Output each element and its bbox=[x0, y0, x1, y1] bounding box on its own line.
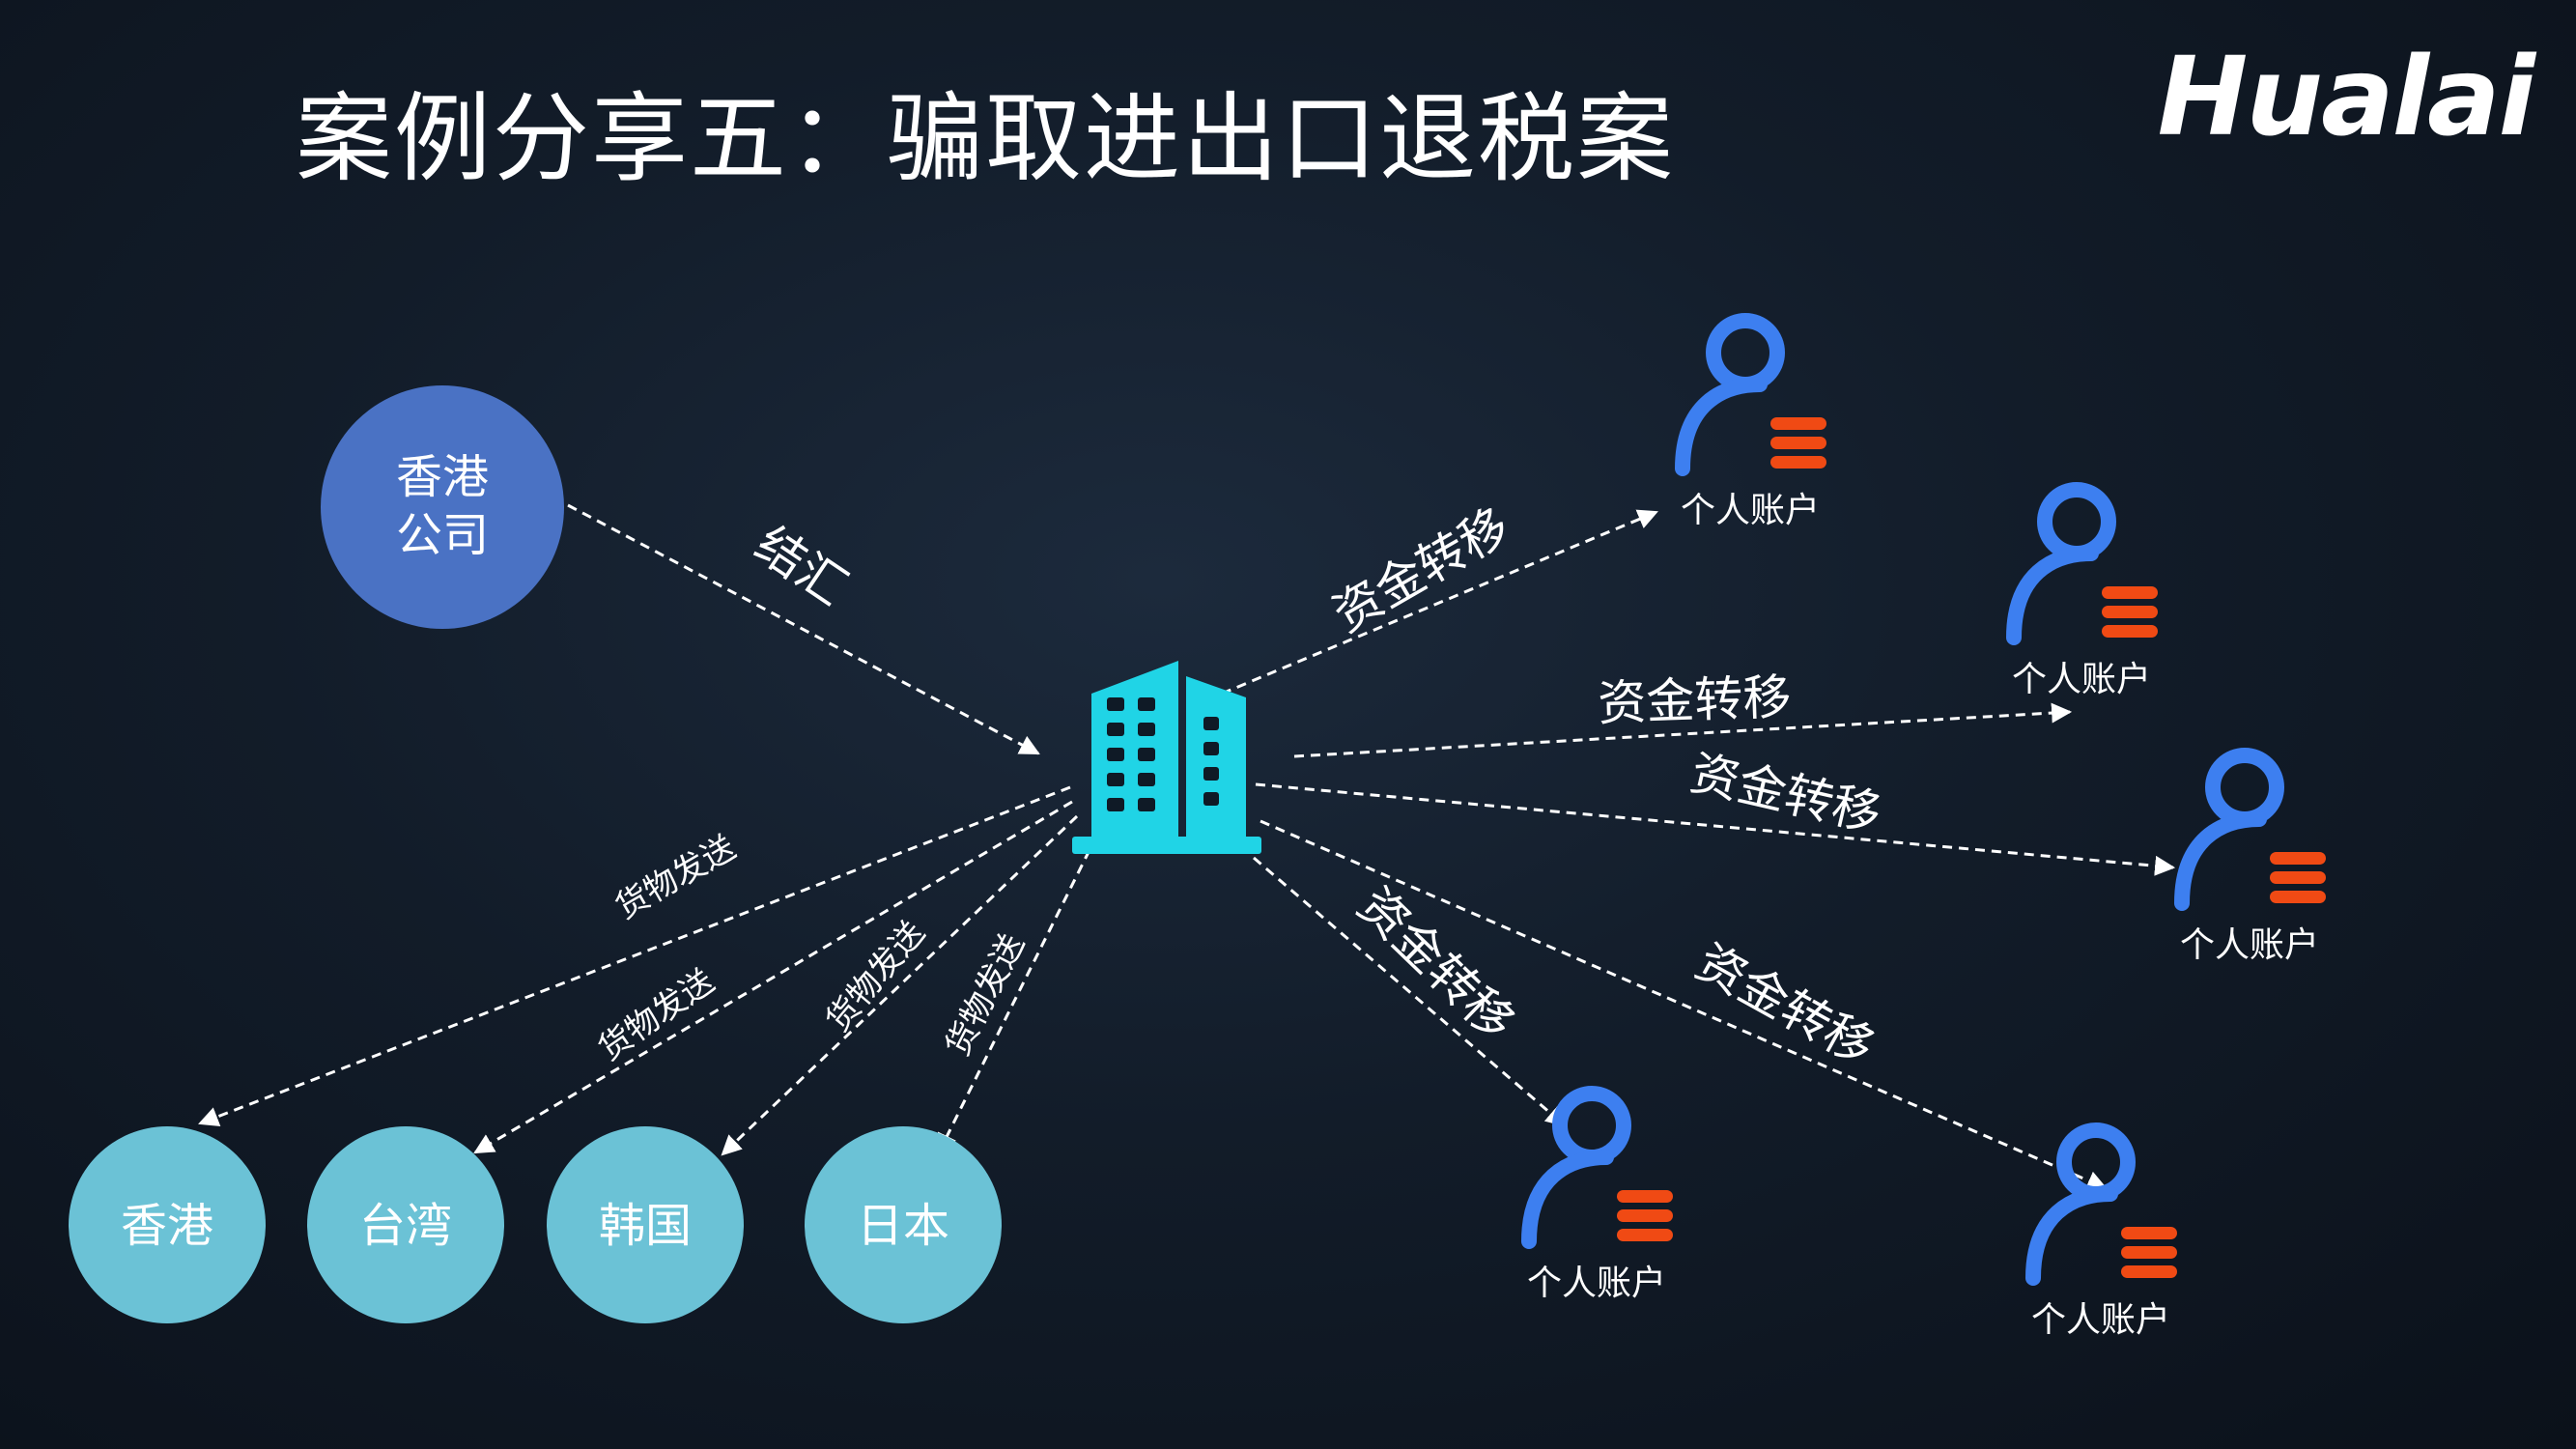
account-label: 个人账户 bbox=[2012, 660, 2151, 699]
edge-fund-1 bbox=[1221, 509, 1658, 696]
goods-label-hongkong: 货物发送 bbox=[609, 828, 743, 927]
personal-account-2: 个人账户 bbox=[2006, 482, 2158, 699]
goods-label-korea: 货物发送 bbox=[819, 914, 933, 1039]
personal-account-1: 个人账户 bbox=[1675, 313, 1826, 530]
account-label: 个人账户 bbox=[2031, 1300, 2170, 1340]
user-account-icon bbox=[1521, 1086, 1673, 1249]
source-node-hk-company: 香港 公司 bbox=[321, 385, 564, 629]
edge-inflow bbox=[567, 503, 1040, 755]
account-label: 个人账户 bbox=[1527, 1264, 1666, 1303]
edge-fund-3 bbox=[1255, 782, 2176, 876]
goods-label-taiwan: 货物发送 bbox=[592, 962, 722, 1069]
hualai-logo: Hualai bbox=[2157, 35, 2535, 160]
destination-label: 台湾 bbox=[359, 1199, 452, 1253]
personal-account-3: 个人账户 bbox=[2174, 748, 2326, 965]
destination-hongkong: 香港 bbox=[69, 1126, 266, 1323]
source-label-line2: 公司 bbox=[396, 508, 489, 562]
edge-fund-2 bbox=[1293, 702, 2073, 758]
user-account-icon bbox=[2025, 1122, 2177, 1286]
edge-goods-japan bbox=[937, 849, 1091, 1154]
edge-goods-hongkong bbox=[198, 785, 1071, 1126]
account-label: 个人账户 bbox=[1681, 491, 1820, 530]
personal-account-5: 个人账户 bbox=[2025, 1122, 2177, 1340]
fund-label-3: 资金转移 bbox=[1685, 745, 1886, 843]
destination-label: 韩国 bbox=[599, 1199, 692, 1253]
edge-fund-4 bbox=[1253, 856, 1567, 1127]
user-account-icon bbox=[2006, 482, 2158, 645]
goods-label-japan: 货物发送 bbox=[939, 927, 1033, 1062]
personal-account-4: 个人账户 bbox=[1521, 1086, 1673, 1303]
inflow-label: 结汇 bbox=[746, 516, 857, 616]
destination-japan: 日本 bbox=[805, 1126, 1002, 1323]
edge-fund-5 bbox=[1260, 819, 2108, 1191]
fund-label-2: 资金转移 bbox=[1597, 669, 1792, 732]
destination-taiwan: 台湾 bbox=[307, 1126, 504, 1323]
fund-label-4: 资金转移 bbox=[1347, 876, 1525, 1051]
source-label-line1: 香港 bbox=[396, 450, 489, 504]
fund-label-1: 资金转移 bbox=[1323, 497, 1518, 642]
edges bbox=[198, 503, 2176, 1191]
destination-label: 日本 bbox=[857, 1199, 949, 1253]
slide-title: 案例分享五：骗取进出口退税案 bbox=[296, 82, 1675, 195]
edge-goods-korea bbox=[721, 814, 1079, 1156]
destination-label: 香港 bbox=[121, 1199, 213, 1253]
user-account-icon bbox=[2174, 748, 2326, 911]
office-building-icon bbox=[1072, 661, 1261, 854]
fund-label-5: 资金转移 bbox=[1687, 933, 1883, 1076]
edge-goods-taiwan bbox=[473, 800, 1073, 1154]
account-label: 个人账户 bbox=[2180, 925, 2319, 965]
destination-korea: 韩国 bbox=[547, 1126, 744, 1323]
user-account-icon bbox=[1675, 313, 1826, 476]
